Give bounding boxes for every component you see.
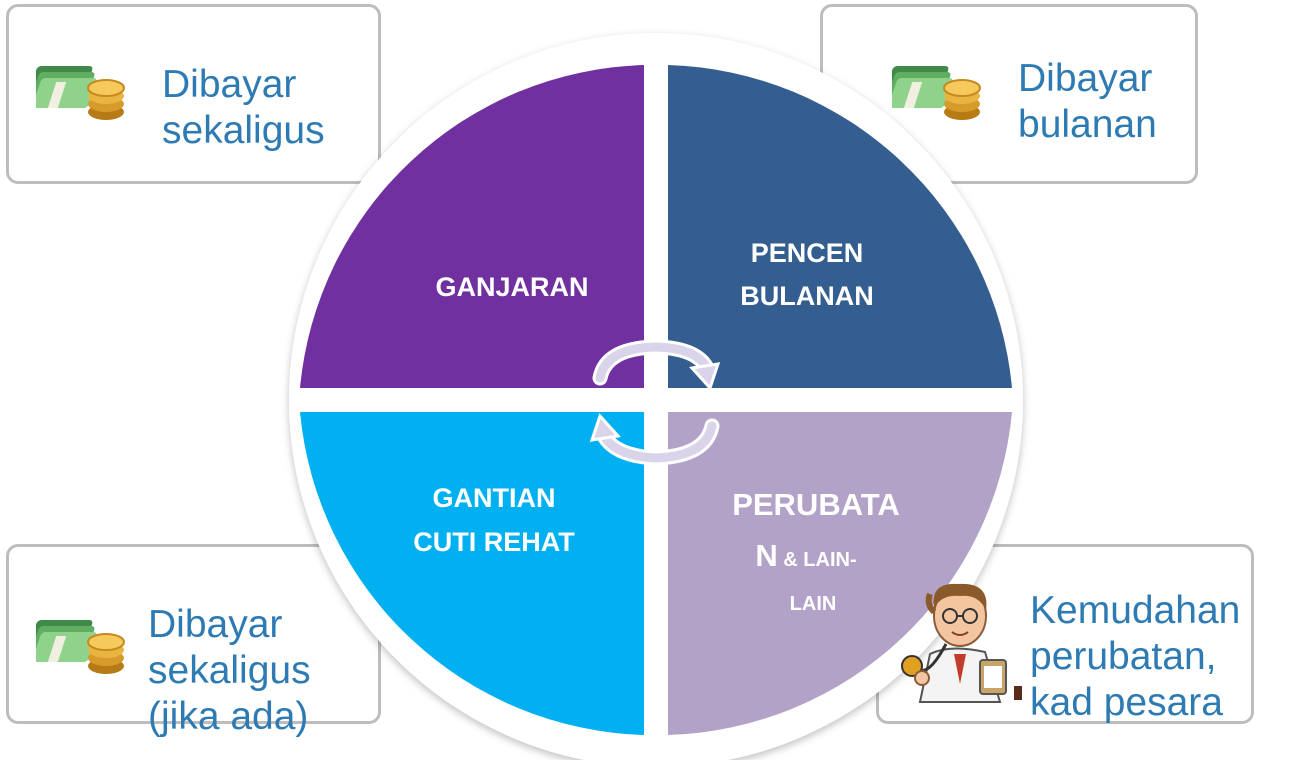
quadrant-label-gantian-line1: GANTIAN [433, 483, 556, 513]
quadrant-pencen-bulanan [668, 65, 1012, 388]
callout-text-top-left: Dibayar sekaligus [162, 62, 325, 154]
quadrant-label-perubatan-line1: PERUBATA [732, 487, 900, 522]
quadrant-label-pencen-line1: PENCEN [751, 238, 864, 268]
money-stack-coins-icon [36, 66, 125, 120]
quadrant-label-gantian-line2: CUTI REHAT [413, 527, 575, 557]
money-stack-coins-icon [892, 66, 981, 120]
quadrant-label-ganjaran: GANJARAN [435, 272, 588, 302]
callout-line: kad pesara [1030, 681, 1223, 724]
callout-text-top-right: Dibayar bulanan [1018, 56, 1157, 148]
money-stack-coins-icon [36, 620, 125, 674]
quadrant-label-pencen-line2: BULANAN [740, 281, 873, 311]
quadrant-label-perubatan-line2-big: N [755, 538, 777, 573]
quadrant-ganjaran [300, 65, 644, 388]
callout-line: Dibayar [148, 603, 283, 646]
callout-line: perubatan, [1030, 635, 1217, 678]
callout-line: Dibayar [1018, 57, 1153, 100]
callout-line: Kemudahan [1030, 589, 1241, 632]
quadrant-label-perubatan-line2: N & LAIN- [755, 538, 856, 573]
quadrant-label-perubatan-line2-small: & LAIN- [778, 549, 857, 571]
quadrant-gantian-cuti-rehat [300, 412, 644, 735]
quadrant-label-perubatan-line3: LAIN [790, 593, 837, 615]
callout-line: sekaligus [148, 649, 311, 692]
callout-line: Dibayar [162, 63, 297, 106]
callout-line: (jika ada) [148, 695, 309, 738]
doctor-stethoscope-icon [901, 583, 1022, 703]
callout-line: sekaligus [162, 109, 325, 152]
cycle-arrow-bottom-icon [589, 413, 720, 466]
quadrant-perubatan [668, 412, 1012, 735]
callout-text-bottom-left: Dibayar sekaligus (jika ada) [148, 602, 311, 740]
callout-line: bulanan [1018, 103, 1157, 146]
callout-text-bottom-right: Kemudahan perubatan, kad pesara [1030, 588, 1240, 726]
cycle-arrow-top-icon [592, 339, 721, 391]
